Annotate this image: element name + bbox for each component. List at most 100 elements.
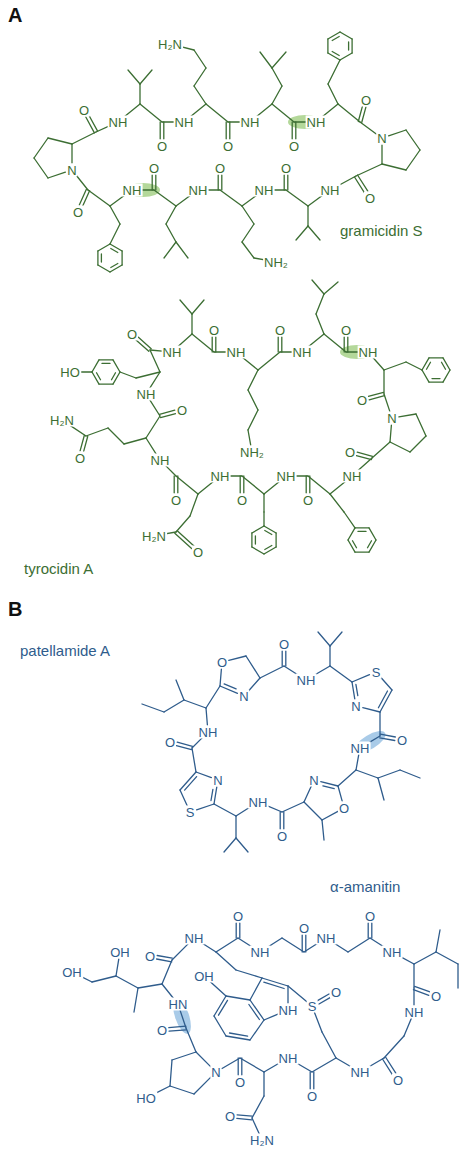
atom-label: N: [350, 700, 361, 713]
atom-label: N: [210, 1066, 221, 1079]
bond-line: [358, 531, 366, 532]
bond-line: [443, 358, 450, 370]
atom-label: N: [376, 132, 387, 145]
bond-line: [110, 206, 120, 224]
bond-line: [142, 704, 164, 712]
atom-label: NH: [210, 470, 231, 483]
bond-line: [146, 438, 156, 454]
bond-line: [138, 984, 162, 988]
bond-line: [399, 414, 416, 417]
bond-line: [236, 838, 248, 852]
bond-line: [214, 804, 236, 816]
bond-line: [116, 959, 119, 976]
bond-line: [190, 494, 198, 516]
bond-line: [206, 708, 207, 725]
bond-line: [218, 175, 219, 190]
bond-line: [272, 104, 294, 122]
atom-label: S: [185, 806, 196, 819]
bond-line: [124, 438, 146, 444]
atom-label: O: [232, 910, 244, 923]
bond-line: [347, 337, 348, 352]
bond-line: [164, 242, 176, 258]
bond-line: [356, 456, 371, 460]
bond-line: [80, 436, 84, 451]
atom-label: NH: [404, 1006, 425, 1019]
atom-label: NH: [136, 388, 157, 401]
bond-line: [288, 986, 307, 1002]
bond-line: [164, 700, 184, 712]
bond-line: [410, 436, 426, 452]
bond-line: [436, 930, 440, 952]
bond-line: [285, 651, 286, 666]
bond-line: [222, 1058, 240, 1069]
bond-line: [436, 952, 458, 964]
bond-line: [340, 53, 352, 60]
atom-label: O: [72, 206, 84, 219]
bond-line: [146, 416, 160, 438]
bond-line: [308, 476, 330, 494]
bond-line: [379, 712, 380, 736]
bond-line: [275, 533, 276, 547]
atom-label: NH: [240, 116, 261, 129]
bond-line: [230, 1033, 248, 1036]
bond-line: [239, 923, 240, 938]
bond-line: [338, 104, 360, 122]
bond-line: [304, 802, 322, 820]
bond-line: [262, 978, 288, 986]
compound-name: gramicidin S: [340, 222, 423, 240]
bond-line: [248, 390, 258, 410]
bond-line: [170, 1086, 194, 1094]
bond-line: [108, 428, 124, 444]
bond-line: [429, 381, 443, 382]
bond-line: [236, 923, 237, 938]
atom-label: NH: [292, 346, 313, 359]
bond-line: [243, 476, 244, 493]
bond-line: [255, 536, 256, 544]
bond-line: [185, 777, 197, 791]
bond-line: [369, 540, 376, 552]
bond-line: [101, 254, 102, 262]
atom-label: NH: [296, 674, 317, 687]
bond-line: [263, 1072, 264, 1096]
atom-label: O: [156, 140, 168, 153]
bond-line: [166, 206, 176, 224]
bond-line: [112, 373, 116, 380]
bond-line: [196, 772, 211, 778]
bond-line: [378, 770, 400, 778]
bond-line: [162, 960, 172, 984]
bond-line: [113, 360, 120, 372]
bond-line: [338, 770, 356, 786]
bond-line: [177, 531, 194, 546]
bond-line: [176, 680, 184, 700]
bond-line: [174, 476, 175, 493]
atom-label: O: [338, 802, 350, 815]
bond-line: [251, 533, 252, 547]
bond-line: [389, 130, 406, 136]
atom-label: NH: [358, 346, 379, 359]
bond-line: [216, 938, 238, 952]
bond-line: [86, 117, 95, 133]
bond-line: [264, 547, 276, 554]
bond-line: [92, 360, 99, 372]
bond-line: [121, 251, 122, 265]
atom-label: O: [74, 452, 86, 465]
bond-line: [384, 394, 390, 411]
atom-label: O: [224, 1110, 236, 1123]
atom-label: O: [222, 140, 234, 153]
bond-line: [48, 172, 65, 178]
bond-line: [197, 804, 214, 810]
atom-label: H₂N: [49, 414, 75, 427]
atom-label: O: [236, 494, 248, 507]
bond-line: [176, 516, 190, 532]
bond-line: [128, 70, 140, 84]
bond-line: [240, 1058, 264, 1072]
atom-label: N: [238, 690, 249, 703]
bond-line: [216, 952, 236, 970]
bond-line: [180, 1011, 186, 1028]
atom-label: NH: [184, 932, 205, 945]
atom-label: O: [164, 736, 176, 749]
bond-line: [284, 175, 285, 190]
bond-line: [110, 224, 120, 244]
atom-label: O: [144, 950, 156, 963]
bond-line: [386, 1057, 396, 1073]
